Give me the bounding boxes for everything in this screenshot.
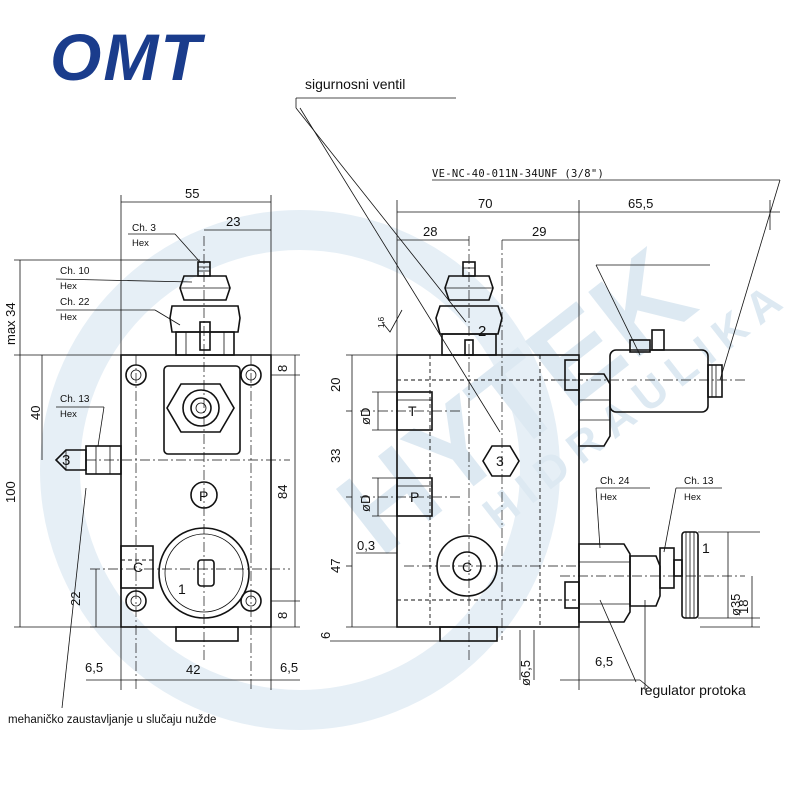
front-ch10-hex: Hex — [60, 281, 77, 292]
front-dim-55: 55 — [185, 186, 199, 201]
side-ch24-hex: Hex — [600, 492, 617, 503]
side-dim-47: 47 — [328, 559, 343, 573]
side-port-c: C — [462, 559, 472, 575]
front-num-1: 1 — [178, 581, 186, 597]
side-num-1: 1 — [702, 540, 710, 556]
front-dim-22: 22 — [68, 592, 83, 606]
front-port-c-body — [120, 527, 250, 619]
front-ch10-label: Ch. 10 — [60, 266, 90, 277]
watermark: HYTEK HIDRAULIKA — [40, 210, 799, 730]
side-num-3: 3 — [496, 453, 504, 469]
front-ch13-hex: Hex — [60, 409, 77, 420]
front-port-3-plug — [54, 445, 122, 475]
side-dim-20: 20 — [328, 378, 343, 392]
side-dim-18: 18 — [736, 600, 751, 614]
front-ch22-label: Ch. 22 — [60, 297, 90, 308]
side-dim-0-3: 0,3 — [357, 538, 375, 553]
front-port-c-label: C — [133, 559, 143, 575]
front-dim-84: 84 — [275, 485, 290, 499]
side-dim-d-6-5: ø6,5 — [518, 660, 533, 686]
side-bottom-tab — [439, 626, 498, 642]
side-view: 2 T P 3 C — [295, 97, 781, 691]
safety-valve-callout: sigurnosni ventil — [305, 76, 406, 92]
front-dim-max34: max 34 — [3, 302, 18, 345]
logo-text: OMT — [50, 20, 205, 94]
front-port-p-label: P — [199, 488, 208, 504]
side-ch13-hex: Hex — [684, 492, 701, 503]
side-num-2: 2 — [478, 323, 486, 340]
side-dim-6: 6 — [318, 632, 333, 639]
solenoid-cartridge — [564, 329, 723, 447]
side-dim-70: 70 — [478, 196, 492, 211]
front-dim-23: 23 — [226, 214, 240, 229]
flow-regulator-callout: regulator protoka — [640, 682, 746, 698]
front-dim-100: 100 — [3, 481, 18, 503]
solenoid-nut-plan — [163, 365, 241, 455]
front-bottom-tab — [175, 626, 239, 642]
side-dim-28: 28 — [423, 224, 437, 239]
front-ch13-label: Ch. 13 — [60, 394, 90, 405]
front-view: 3 P C 1 55 23 max 34 40 100 — [3, 186, 300, 709]
side-dim-od-1: øD — [358, 408, 373, 425]
side-port-t: T — [408, 403, 417, 419]
front-dim-6-5-right: 6,5 — [280, 660, 298, 675]
side-dim-65-5: 65,5 — [628, 196, 653, 211]
flow-regulator — [564, 531, 699, 623]
front-ch3-label: Ch. 3 — [132, 223, 156, 234]
side-ch13-label: Ch. 13 — [684, 476, 714, 487]
side-dim-29: 29 — [532, 224, 546, 239]
front-ch3-hex: Hex — [132, 238, 149, 249]
front-ch22-hex: Hex — [60, 312, 77, 323]
front-port-3-label: 3 — [62, 452, 70, 469]
side-ch24-label: Ch. 24 — [600, 476, 630, 487]
emergency-stop-callout: mehaničko zaustavljanje u slučaju nužde — [8, 714, 217, 726]
solenoid-code-callout: VE-NC-40-011N-34UNF (3/8") — [432, 168, 605, 180]
front-port-p — [190, 481, 218, 509]
side-dim-d35: ø35 — [728, 594, 743, 616]
front-body — [120, 354, 272, 628]
front-dim-6-5-left: 6,5 — [85, 660, 103, 675]
side-dim-6-5: 6,5 — [595, 654, 613, 669]
front-dim-42: 42 — [186, 662, 200, 677]
omt-logo: OMT — [50, 20, 205, 94]
side-dim-33: 33 — [328, 449, 343, 463]
front-dim-40: 40 — [28, 406, 43, 420]
side-dim-od-2: øD — [358, 495, 373, 512]
front-dim-8-bottom: 8 — [275, 612, 290, 619]
front-dim-8-top: 8 — [275, 365, 290, 372]
side-roughness: 1,6 — [377, 316, 386, 328]
